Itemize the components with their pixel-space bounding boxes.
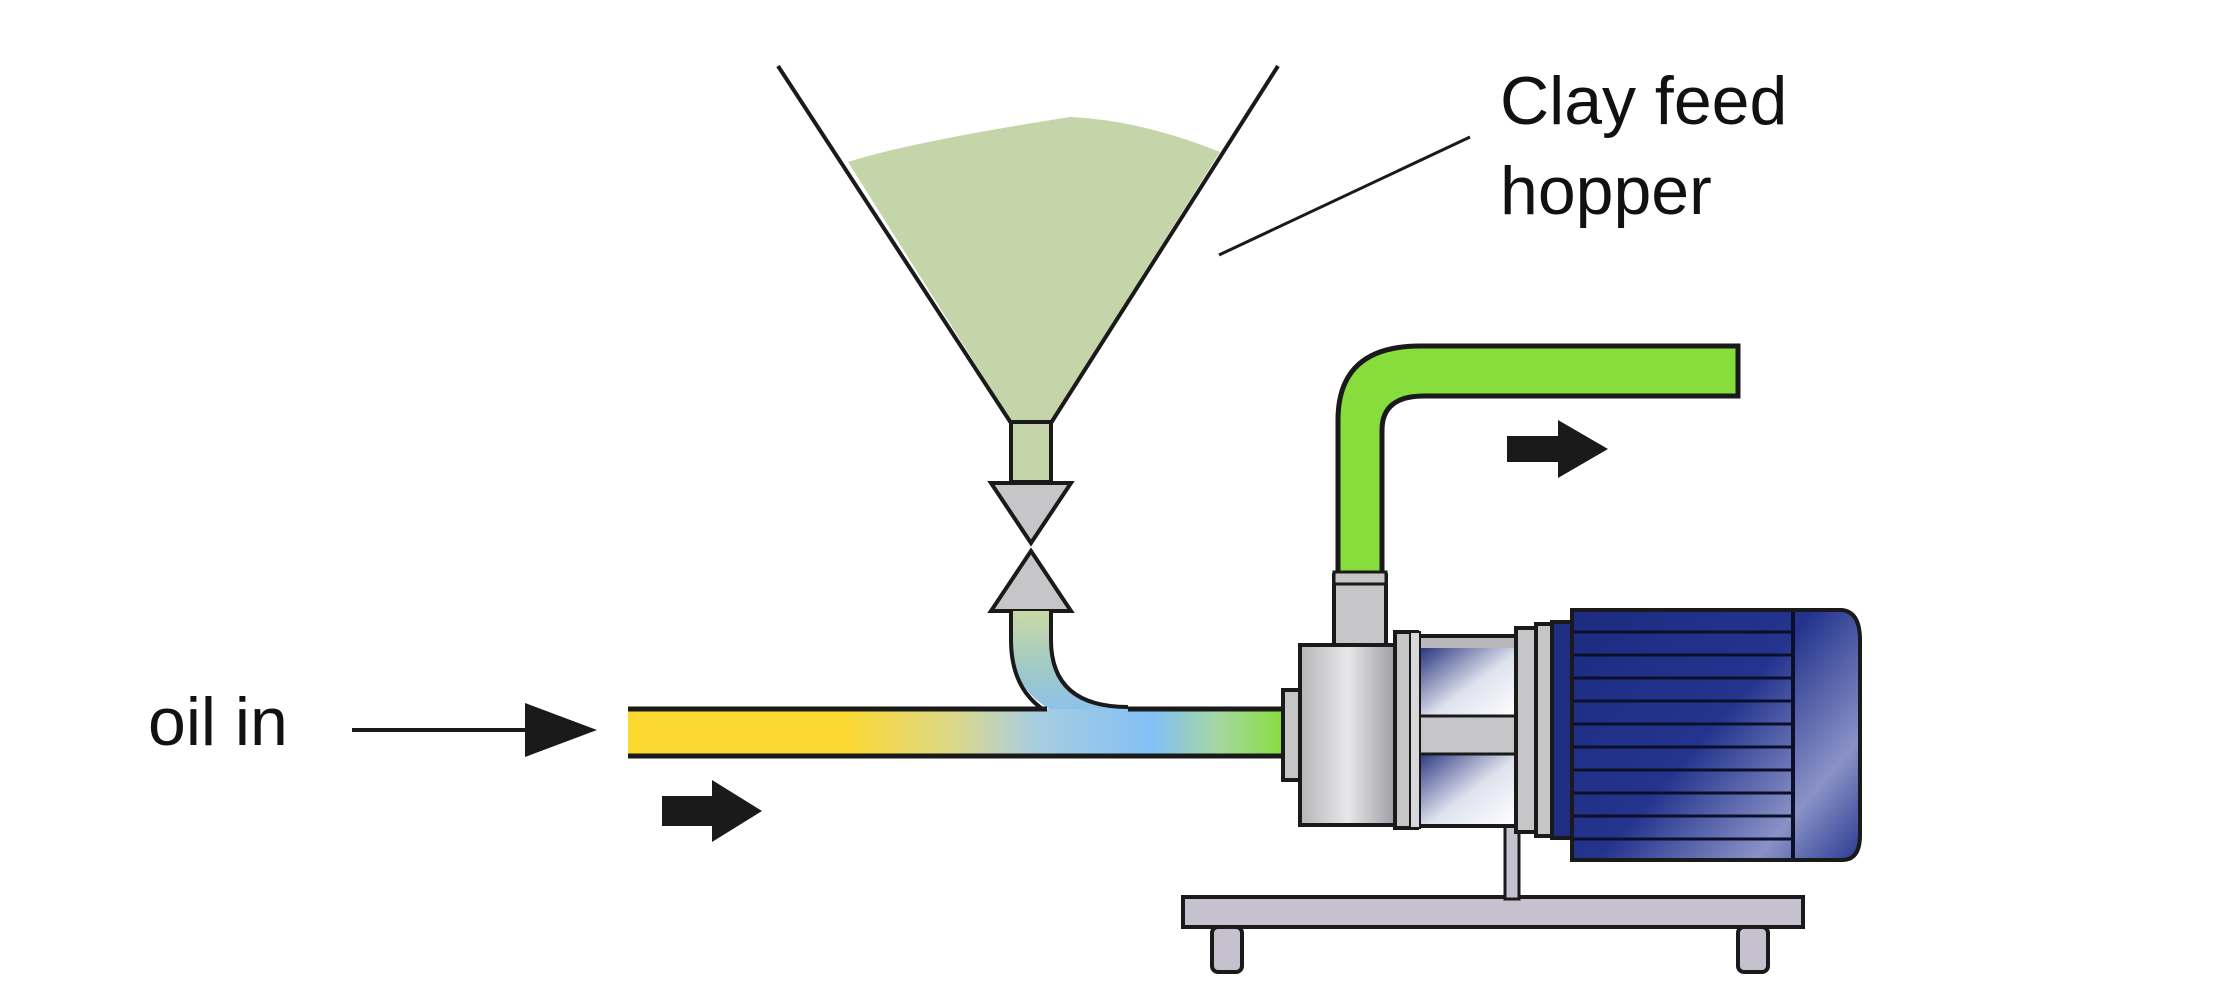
electric-motor-icon xyxy=(1550,608,1862,862)
clay-fill xyxy=(848,117,1220,422)
oil-in-label: oil in xyxy=(148,684,288,760)
arrow-right-icon xyxy=(1507,420,1608,478)
pump-base xyxy=(1181,814,1805,974)
outlet-pipe xyxy=(1335,343,1741,578)
oil-inlet-pipe xyxy=(628,706,1282,759)
hopper-label-line2: hopper xyxy=(1500,153,1712,229)
arrow-right-icon xyxy=(662,780,762,842)
gate-valve-icon xyxy=(987,481,1075,613)
hopper-label-line1: Clay feed xyxy=(1500,63,1787,139)
inlet-flow-arrow xyxy=(662,780,762,842)
outlet-flow-arrow xyxy=(1507,420,1608,478)
hopper-left-wall xyxy=(776,64,1013,425)
hopper-right-wall xyxy=(1049,64,1280,425)
hopper-outlet-neck xyxy=(1009,420,1053,484)
feed-branch-pipe xyxy=(1011,611,1130,712)
oil-in-pointer xyxy=(352,703,597,757)
motor-cooling-fins xyxy=(1574,630,1792,841)
clay-feed-hopper xyxy=(776,64,1280,484)
hopper-leader-line xyxy=(1218,135,1471,257)
arrow-right-icon xyxy=(525,703,597,757)
centrifugal-pump-icon xyxy=(1281,570,1554,838)
